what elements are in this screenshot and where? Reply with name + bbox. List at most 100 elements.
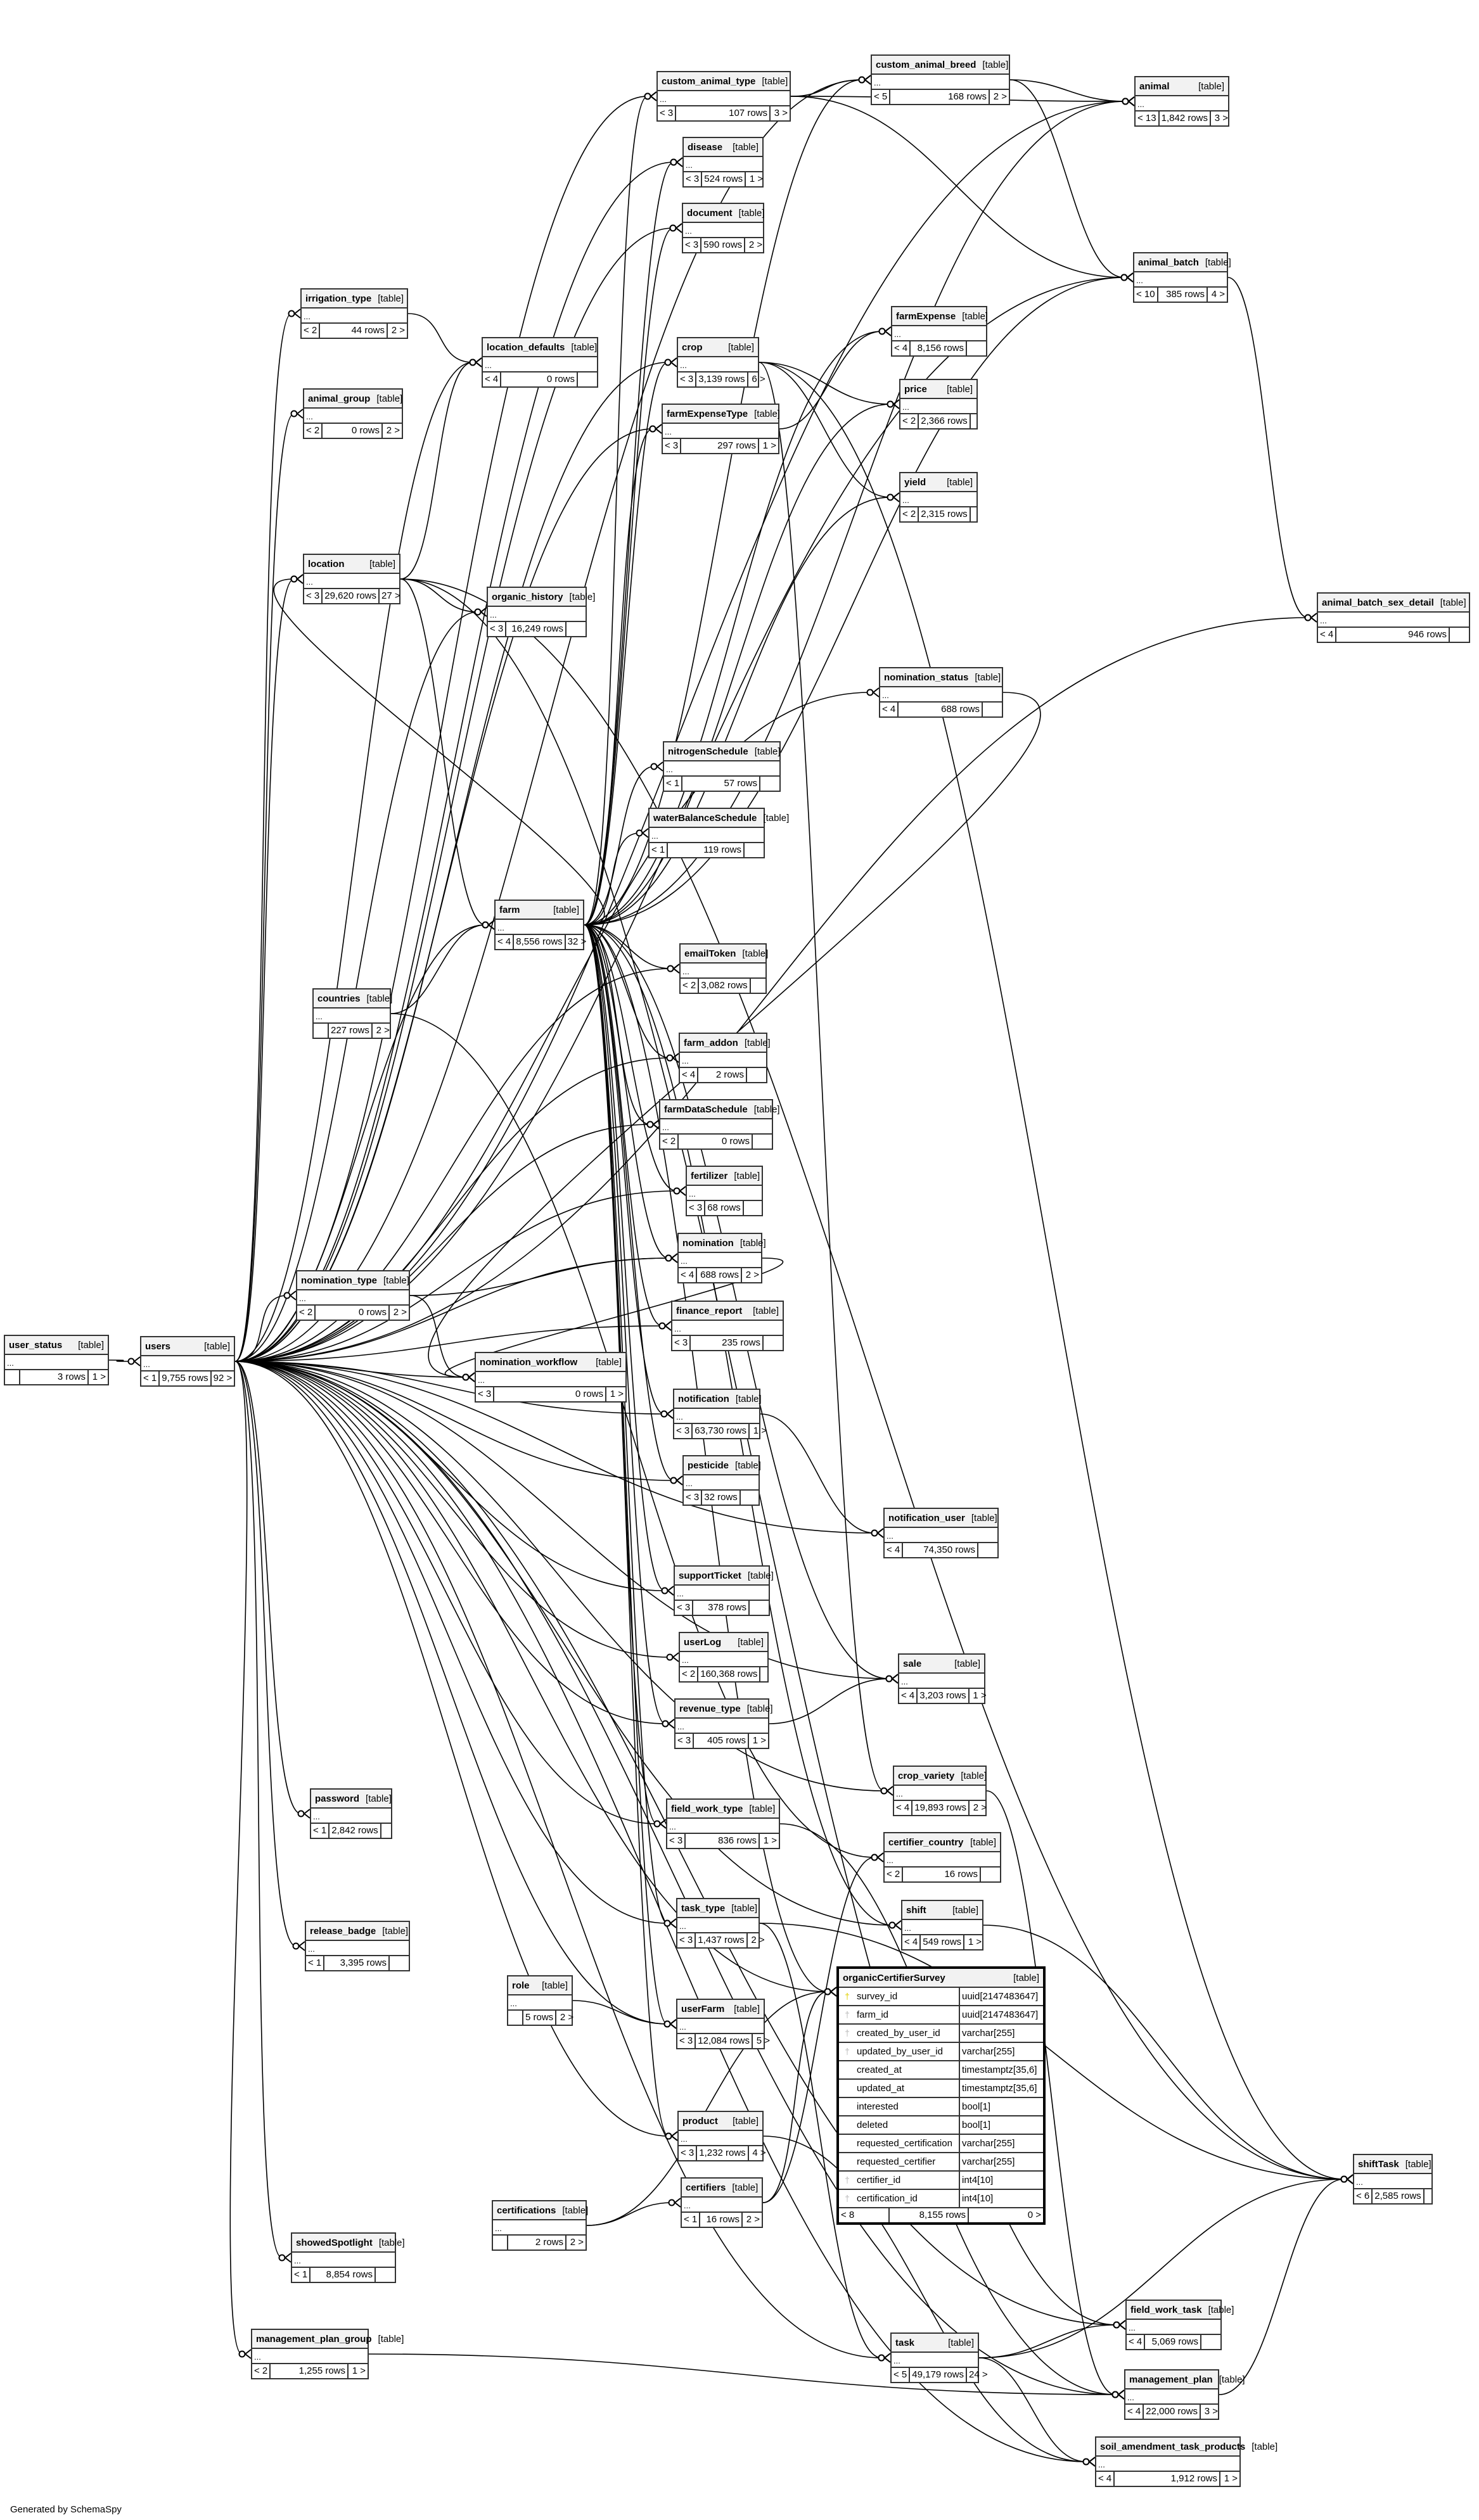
table-columns-collapsed[interactable]: ... — [302, 309, 407, 324]
parent-count[interactable]: < 3 — [476, 1387, 495, 1401]
child-count[interactable] — [1201, 2335, 1220, 2349]
child-count[interactable] — [741, 1491, 760, 1505]
table-organicCertifierSurvey[interactable]: organicCertifierSurvey [table] †survey_i… — [836, 1966, 1046, 2225]
table-columns-collapsed[interactable]: ... — [885, 1852, 1000, 1868]
parent-count[interactable]: < 4 — [880, 703, 899, 716]
child-count[interactable]: 1 > — [749, 174, 764, 184]
child-count[interactable] — [753, 1135, 772, 1149]
table-columns-collapsed[interactable]: ... — [493, 2220, 586, 2236]
child-count[interactable] — [747, 1068, 766, 1082]
table-columns-collapsed[interactable]: ... — [899, 1674, 984, 1689]
table-columns-collapsed[interactable]: ... — [297, 1290, 409, 1306]
child-count[interactable] — [750, 1601, 769, 1615]
parent-count[interactable] — [5, 1370, 20, 1384]
table-columns-collapsed[interactable]: ... — [885, 1528, 997, 1543]
parent-count[interactable]: < 2 — [885, 1868, 904, 1881]
parent-count[interactable]: < 1 — [682, 2213, 701, 2227]
table-columns-collapsed[interactable]: ... — [314, 1009, 390, 1024]
parent-count[interactable]: < 2 — [252, 2364, 271, 2378]
parent-count[interactable]: < 3 — [679, 2146, 698, 2160]
child-count[interactable]: 2 > — [386, 425, 400, 436]
child-count[interactable] — [744, 1201, 763, 1215]
child-count[interactable]: 2 > — [746, 2214, 760, 2225]
parent-count[interactable]: < 3 — [683, 238, 702, 252]
child-count[interactable] — [578, 372, 597, 386]
table-columns-collapsed[interactable]: ... — [292, 2253, 395, 2268]
table-columns-collapsed[interactable]: ... — [679, 2131, 762, 2146]
table-columns-collapsed[interactable]: ... — [1134, 272, 1227, 288]
child-count[interactable]: 2 > — [391, 325, 405, 336]
parent-count[interactable]: < 3 — [672, 1336, 691, 1350]
parent-count[interactable]: < 4 — [894, 1801, 913, 1815]
parent-count[interactable]: < 10 — [1134, 288, 1158, 302]
child-count[interactable] — [1450, 628, 1469, 642]
child-count[interactable] — [764, 1336, 783, 1350]
child-count[interactable] — [760, 777, 779, 791]
child-count[interactable]: 2 > — [376, 1025, 390, 1036]
table-columns-collapsed[interactable]: ... — [483, 357, 597, 372]
child-count[interactable]: 4 > — [752, 2148, 766, 2158]
parent-count[interactable]: < 2 — [680, 1667, 699, 1681]
table-columns-collapsed[interactable]: ... — [1096, 2457, 1239, 2472]
child-count[interactable]: 2 > — [560, 2012, 574, 2023]
table-columns-collapsed[interactable]: ... — [675, 1586, 769, 1601]
table-columns-collapsed[interactable]: ... — [682, 2198, 762, 2213]
table-columns-collapsed[interactable]: ... — [687, 1186, 762, 1201]
parent-count[interactable]: < 3 — [663, 439, 682, 453]
child-count[interactable] — [760, 1667, 779, 1681]
child-count[interactable]: 3 > — [774, 108, 788, 118]
table-columns-collapsed[interactable]: ... — [892, 2353, 978, 2368]
table-columns-collapsed[interactable]: ... — [304, 409, 402, 424]
table-columns-collapsed[interactable]: ... — [252, 2349, 368, 2364]
table-columns-collapsed[interactable]: ... — [900, 492, 976, 507]
parent-count[interactable]: < 3 — [677, 2034, 696, 2048]
child-count[interactable]: 2 > — [973, 1802, 987, 1813]
table-columns-collapsed[interactable]: ... — [678, 357, 758, 372]
table-columns-collapsed[interactable]: ... — [658, 91, 790, 106]
table-columns-collapsed[interactable]: ... — [488, 607, 586, 622]
parent-count[interactable]: < 4 — [483, 372, 502, 386]
parent-count[interactable] — [508, 2011, 523, 2025]
child-count[interactable]: 2 > — [393, 1307, 407, 1318]
child-count[interactable]: 4 > — [1211, 289, 1225, 300]
table-columns-collapsed[interactable]: ... — [667, 1819, 779, 1834]
child-count[interactable] — [981, 1868, 1000, 1881]
parent-count[interactable]: < 4 — [680, 1068, 699, 1082]
parent-count[interactable]: < 6 — [1354, 2189, 1373, 2203]
parent-count[interactable]: < 3 — [674, 1424, 693, 1438]
child-count[interactable] — [967, 341, 986, 355]
table-columns-collapsed[interactable]: ... — [677, 1918, 759, 1933]
table-columns-collapsed[interactable]: ... — [900, 399, 976, 414]
